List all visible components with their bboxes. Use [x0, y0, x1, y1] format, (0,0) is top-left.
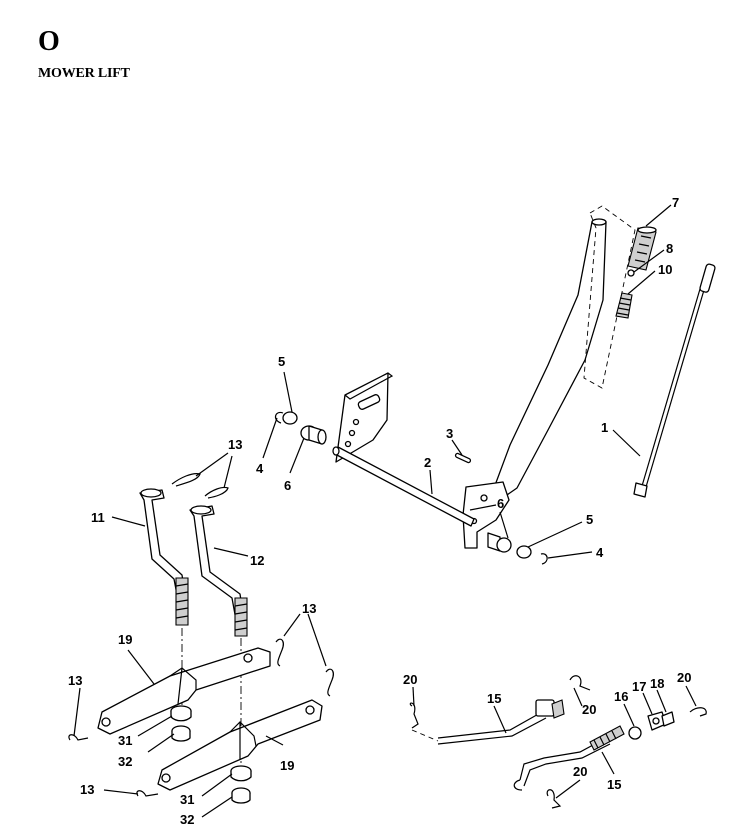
callout-12: 12 [250, 553, 264, 568]
callout-11: 11 [91, 510, 105, 525]
callout-18: 18 [650, 676, 664, 691]
lift-arm-upper [97, 647, 271, 735]
callout-13: 13 [302, 601, 316, 616]
trunnion-pin [661, 711, 675, 727]
lift-link-left [139, 488, 189, 626]
hairpin-clip [171, 473, 201, 487]
washer [628, 726, 642, 740]
callout-20: 20 [573, 764, 587, 779]
callout-6: 6 [497, 496, 504, 511]
callout-20: 20 [403, 672, 417, 687]
knob-pin [627, 269, 635, 277]
callout-31: 31 [180, 792, 194, 807]
callout-19: 19 [280, 758, 294, 773]
callout-20: 20 [582, 702, 596, 717]
callout-7: 7 [672, 195, 679, 210]
cross-shaft [332, 446, 475, 527]
hairpin-clip [68, 734, 89, 741]
callout-3: 3 [446, 426, 453, 441]
leader-lines [73, 204, 697, 818]
callout-19: 19 [118, 632, 132, 647]
lift-handle [462, 218, 607, 549]
callout-31: 31 [118, 733, 132, 748]
clip-left [274, 411, 284, 424]
callout-17: 17 [632, 679, 646, 694]
bushing-right [487, 532, 512, 553]
spring [615, 292, 633, 319]
washer-right [516, 545, 532, 559]
callout-13: 13 [68, 673, 82, 688]
hairpin-clip [569, 675, 591, 691]
callout-5: 5 [586, 512, 593, 527]
washer-left [282, 411, 298, 425]
handle-extension-outline [583, 205, 636, 389]
hairpin-clip [546, 789, 562, 809]
callout-4: 4 [596, 545, 604, 560]
handle-knob [627, 226, 657, 271]
callout-15: 15 [607, 777, 621, 792]
callout-16: 16 [614, 689, 628, 704]
callout-4: 4 [256, 461, 264, 476]
callout-13: 13 [80, 782, 94, 797]
callout-32: 32 [180, 812, 194, 827]
adjuster-rod-lower [513, 725, 625, 791]
hairpin-clip [689, 707, 707, 717]
callout-labels: 7 8 10 1 5 4 6 3 2 6 5 4 13 11 12 13 19 … [68, 195, 691, 827]
callout-10: 10 [658, 262, 672, 277]
callout-8: 8 [666, 241, 673, 256]
lift-link-right [189, 505, 248, 637]
nut-side [231, 793, 251, 804]
page-title: MOWER LIFT [38, 66, 130, 81]
roll-pin [454, 452, 472, 464]
callout-2: 2 [424, 455, 431, 470]
callout-20: 20 [677, 670, 691, 685]
bushing-left [300, 425, 327, 445]
clip-right [540, 553, 548, 565]
lift-arm-lower [157, 699, 323, 791]
callout-1: 1 [601, 420, 608, 435]
hairpin-clip [325, 668, 334, 697]
section-letter: O [38, 26, 60, 57]
callout-15: 15 [487, 691, 501, 706]
nut-side [171, 731, 191, 742]
adjuster-rod-upper [411, 699, 565, 745]
callout-6: 6 [284, 478, 291, 493]
hairpin-clip [275, 638, 284, 667]
bushing-side [230, 771, 252, 782]
hairpin-clip [136, 790, 159, 797]
callout-5: 5 [278, 354, 285, 369]
hairpin-clip [409, 702, 419, 729]
callout-13: 13 [228, 437, 242, 452]
hairpin-clip [204, 486, 229, 499]
callout-32: 32 [118, 754, 132, 769]
bushing-side [170, 711, 192, 722]
mounting-plate [335, 372, 394, 463]
lift-rod [633, 263, 716, 498]
